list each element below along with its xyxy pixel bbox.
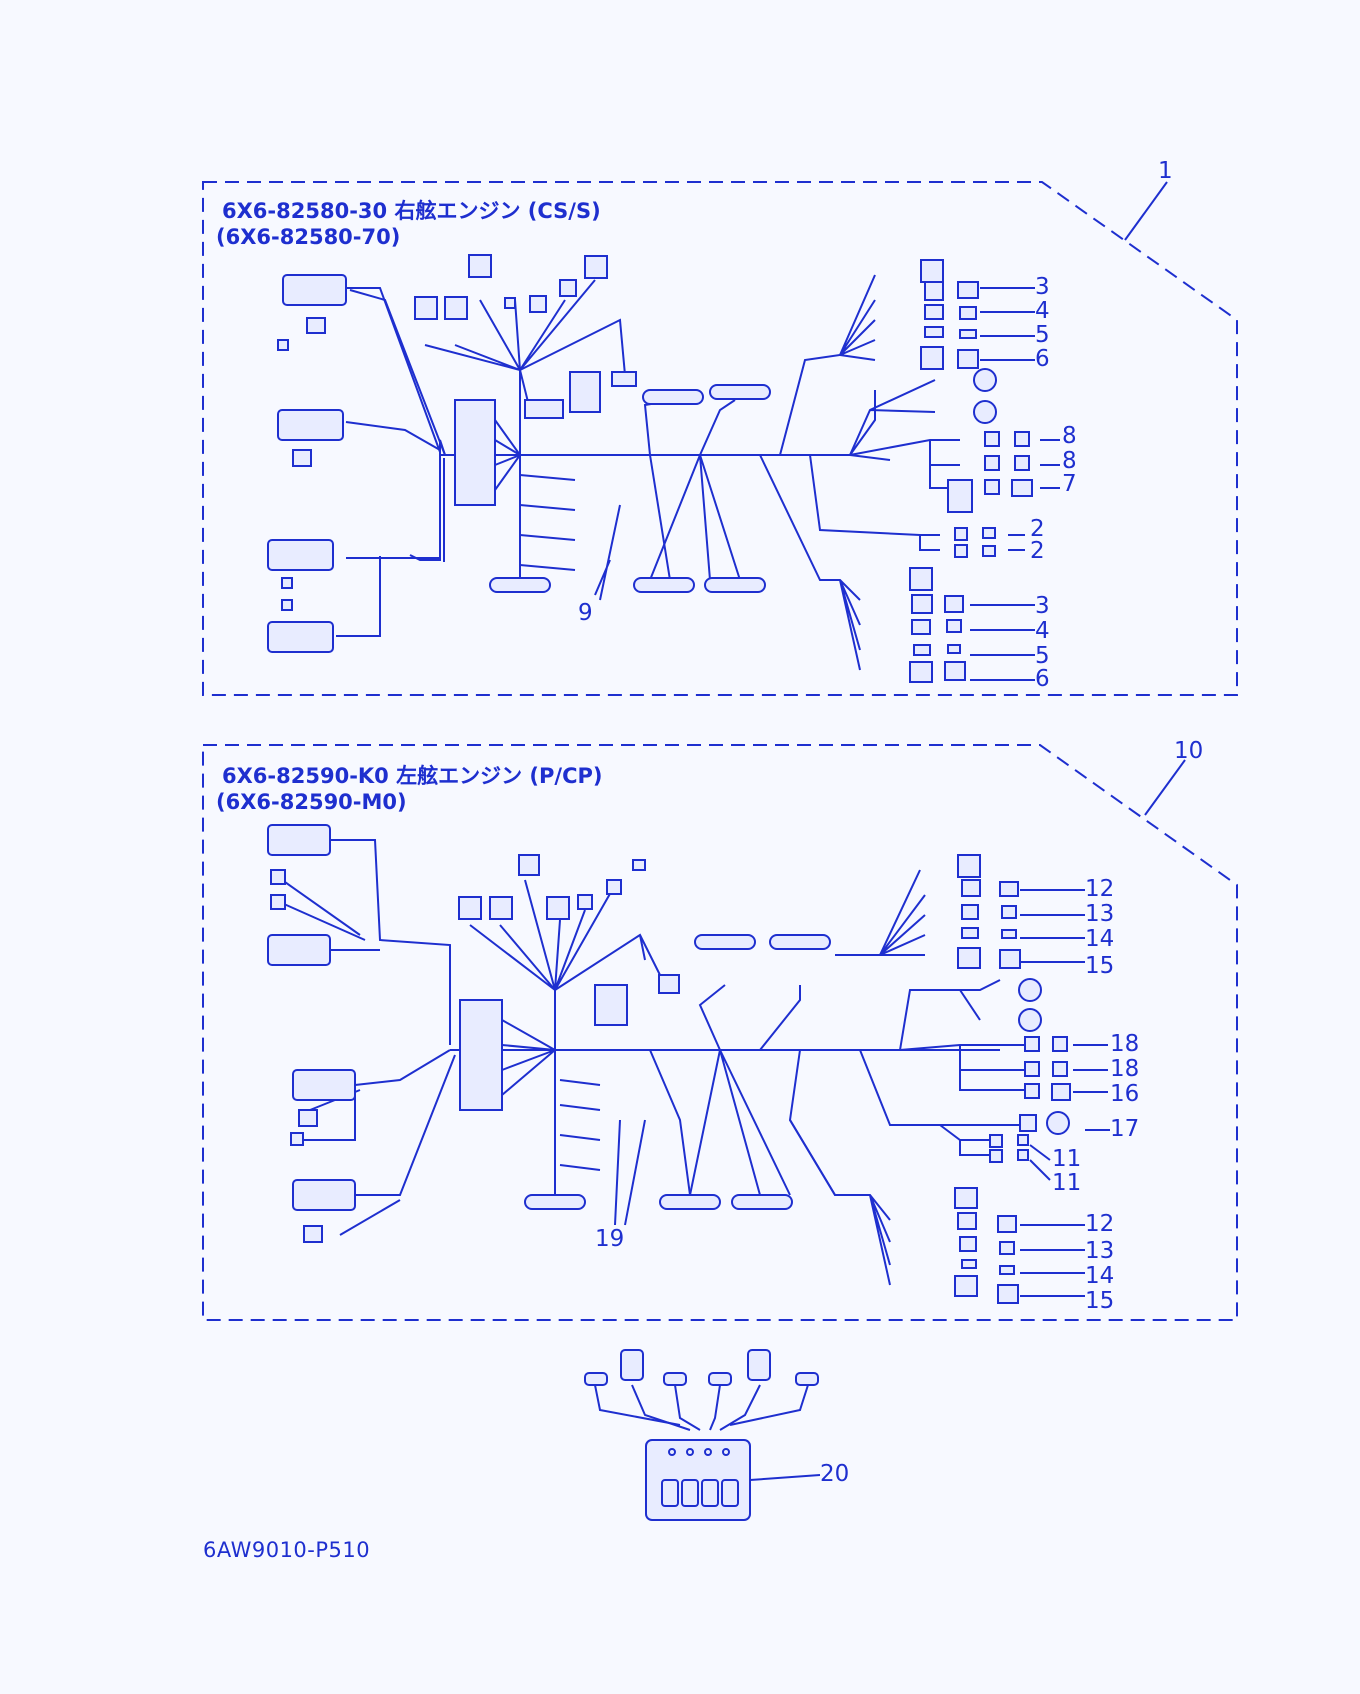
panel1-callout-2b: 2 [1030, 538, 1045, 564]
panel2-callout-11a: 11 [1052, 1146, 1082, 1172]
panel2-callout-18b: 18 [1110, 1056, 1140, 1082]
panel1-harness [336, 274, 1060, 681]
panel2-harness [274, 839, 1110, 1297]
drawing-code: 6AW9010-P510 [203, 1538, 371, 1562]
panel2-callout-15b: 15 [1085, 1288, 1115, 1314]
panel2-callout-17: 17 [1110, 1116, 1140, 1142]
panel2-frame [202, 744, 1238, 1321]
panel2-callout-13b: 13 [1085, 1238, 1115, 1264]
panel1-callout-3a: 3 [1035, 274, 1050, 300]
panel1-callout-8b: 8 [1062, 448, 1077, 474]
panel1-title-line2: (6X6-82580-70) [216, 225, 401, 249]
switch-box-assembly [584, 1349, 821, 1521]
panel2-title-line1: 6X6-82590-K0 左舷エンジン (P/CP) [222, 764, 603, 788]
panel2-callout-11b: 11 [1052, 1170, 1082, 1196]
panel2-callout-12a: 12 [1085, 876, 1115, 902]
panel2-callout-16: 16 [1110, 1081, 1140, 1107]
panel2-callout-19: 19 [595, 1226, 625, 1252]
panel2-callout-14b: 14 [1085, 1263, 1115, 1289]
panel2-callout-12b: 12 [1085, 1211, 1115, 1237]
panel2-connectors [267, 824, 1071, 1304]
panel1-callout-9: 9 [578, 600, 593, 626]
panel1-callout-5b: 5 [1035, 643, 1050, 669]
panel1-callout-7: 7 [1062, 471, 1077, 497]
panel2-callout-14a: 14 [1085, 926, 1115, 952]
panel1-callout-4b: 4 [1035, 618, 1050, 644]
panel2-title-line2: (6X6-82590-M0) [216, 790, 407, 814]
panel1-callout-3b: 3 [1035, 593, 1050, 619]
panel1-callout-6b: 6 [1035, 666, 1050, 692]
panel1-frame [202, 181, 1238, 696]
panel2-callout-18a: 18 [1110, 1031, 1140, 1057]
panel2-ref-number: 10 [1174, 738, 1204, 764]
panel1-connectors [267, 254, 1033, 683]
panel1-leader [1124, 181, 1168, 241]
panel2-leader [1144, 759, 1186, 816]
panel1-callout-2a: 2 [1030, 516, 1045, 542]
panel2-callout-13a: 13 [1085, 901, 1115, 927]
panel1-callout-4a: 4 [1035, 298, 1050, 324]
panel1-callout-6a: 6 [1035, 346, 1050, 372]
panel2-callout-15a: 15 [1085, 953, 1115, 979]
panel1-callout-8a: 8 [1062, 423, 1077, 449]
switch-box-callout-20: 20 [820, 1461, 850, 1487]
panel1-ref-number: 1 [1158, 158, 1173, 184]
panel1-title-line1: 6X6-82580-30 右舷エンジン (CS/S) [222, 199, 601, 223]
panel1-callout-5a: 5 [1035, 322, 1050, 348]
